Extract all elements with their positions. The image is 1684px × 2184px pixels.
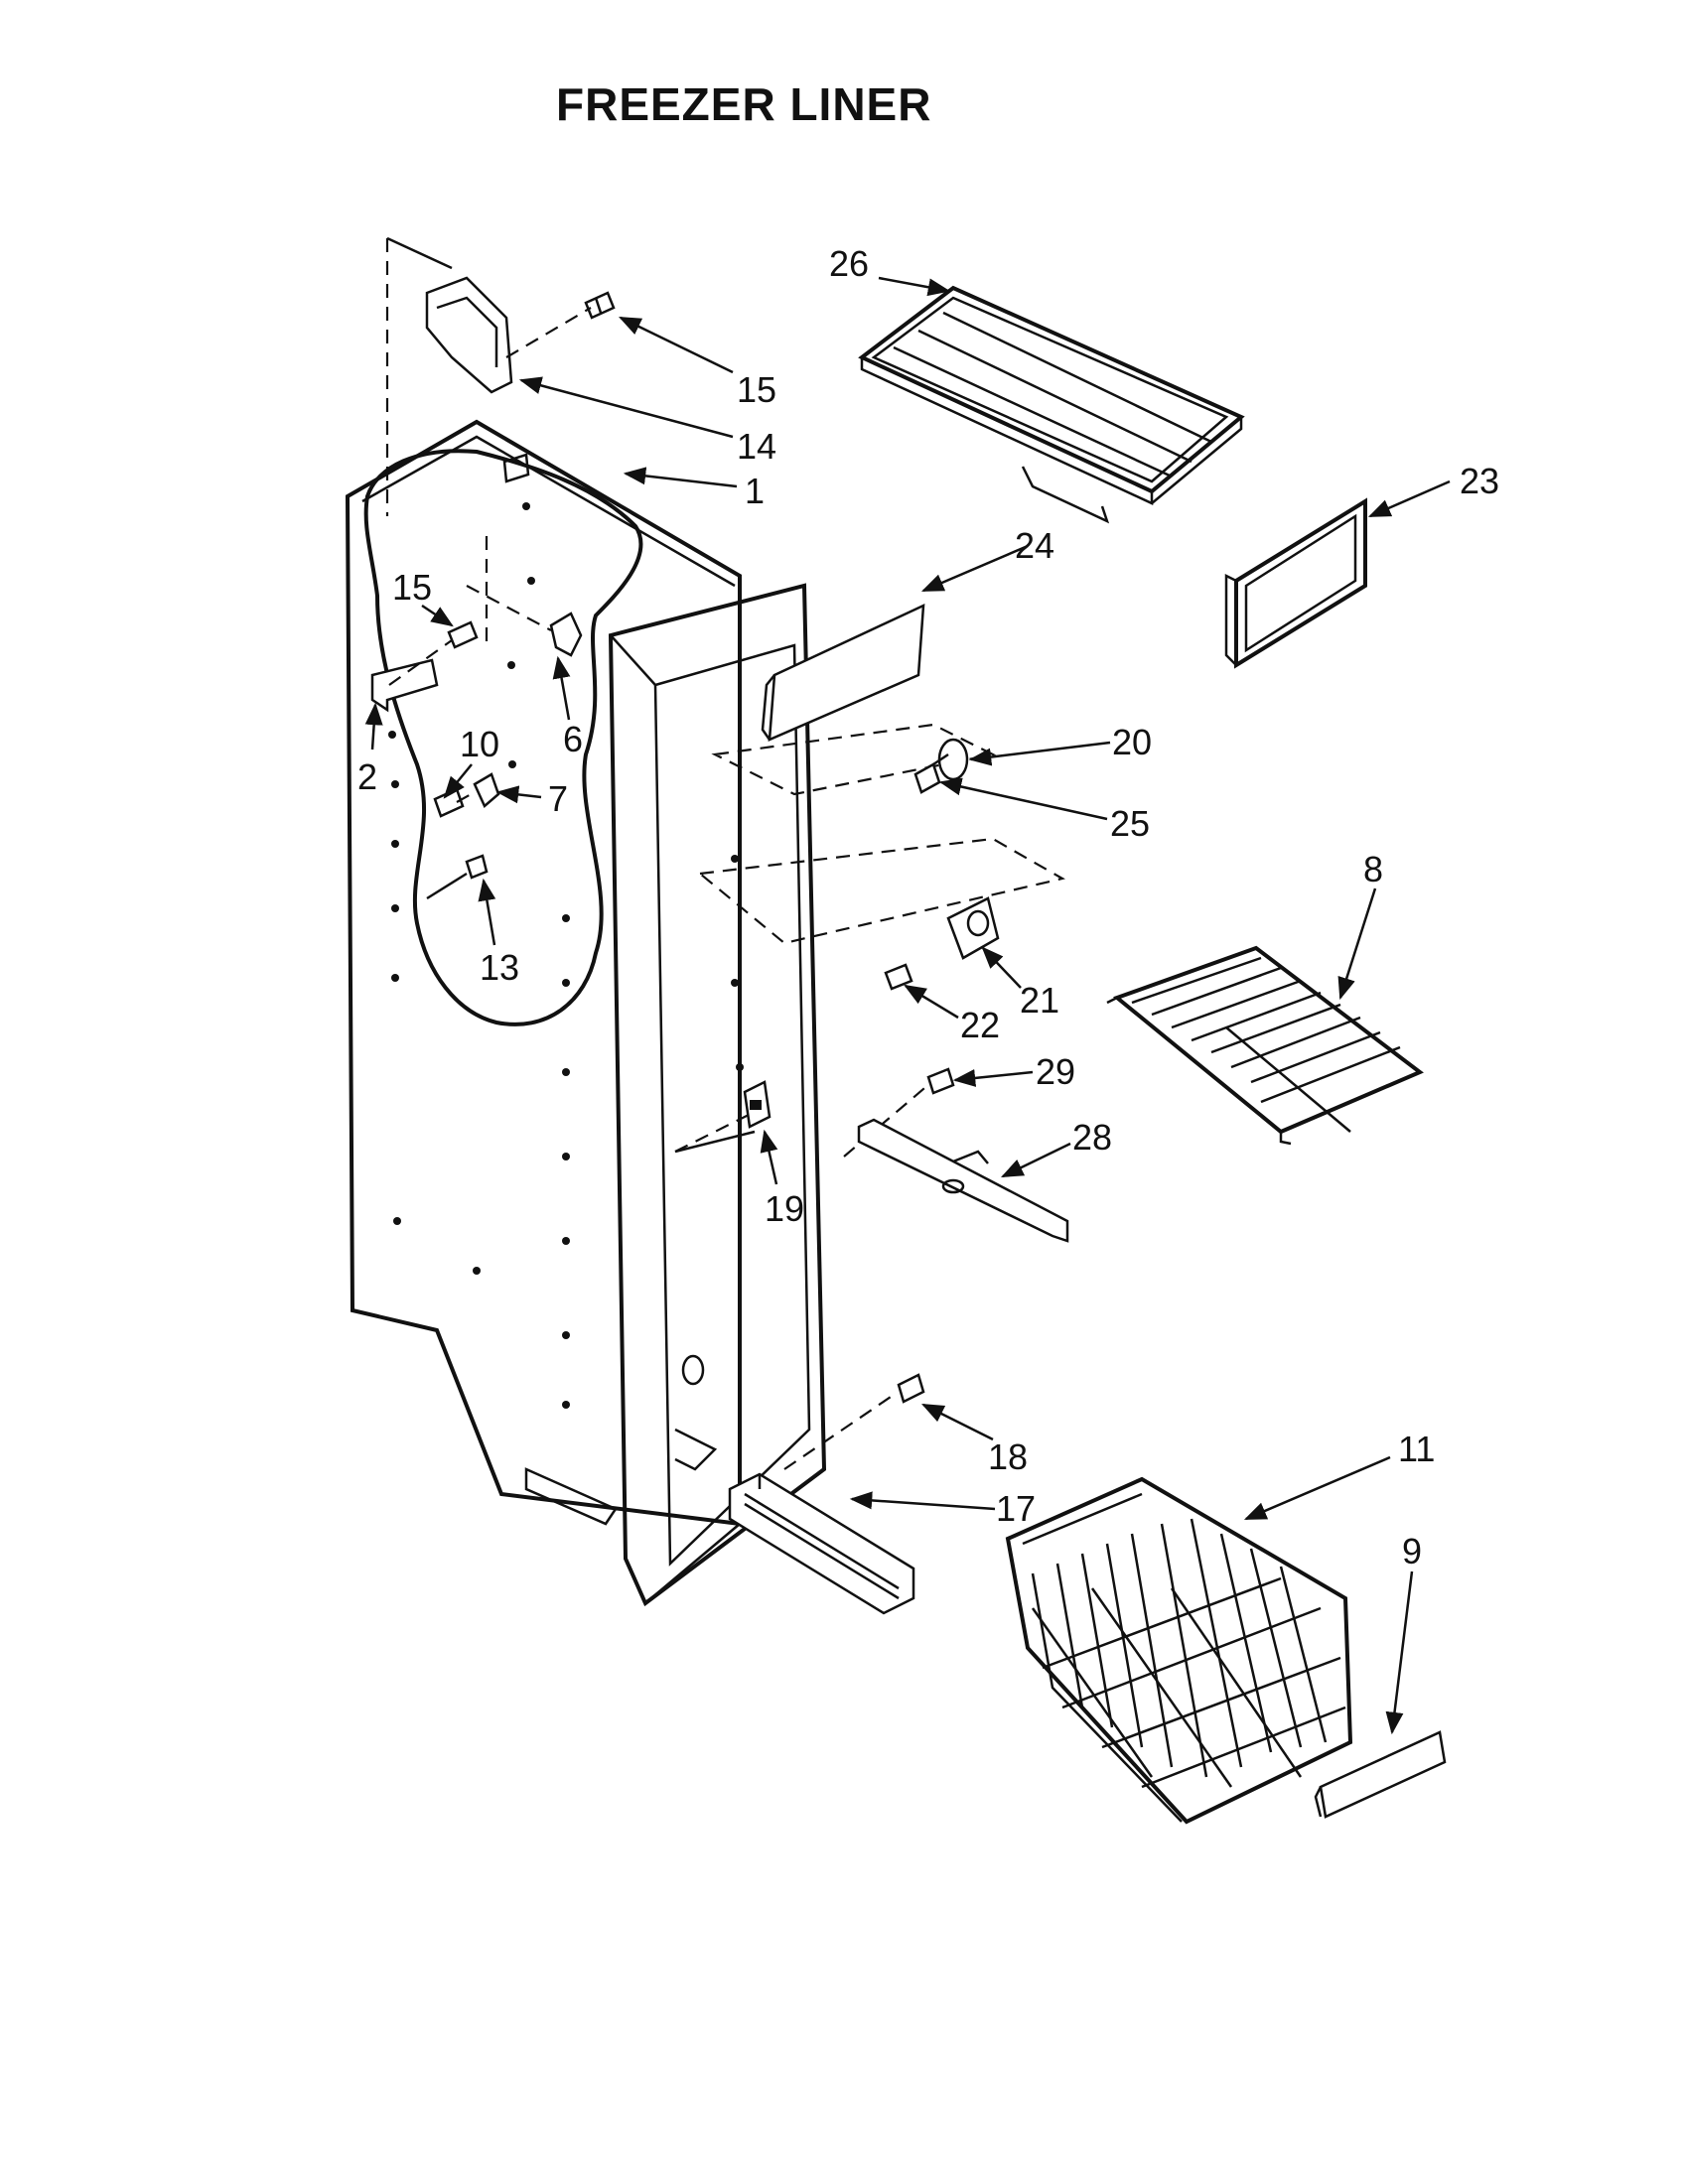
part-21-control [946,896,1000,960]
callout-10: 10 [460,724,499,764]
callout-7: 7 [548,778,568,819]
callout-22: 22 [960,1005,1000,1045]
callout-labels: 26 15 14 1 23 24 15 6 2 10 7 20 25 8 13 … [357,243,1499,1571]
part-13-screw [465,854,489,880]
part-25-screw [913,762,941,794]
part-24-panel [761,603,925,742]
callout-9: 9 [1402,1531,1422,1571]
part-11-wire-basket [1005,1476,1353,1825]
part-20-knob [932,738,969,781]
diagram-title: FREEZER LINER [556,78,932,130]
callout-28: 28 [1072,1117,1112,1158]
callout-11: 11 [1398,1429,1435,1469]
part-23-cover [1224,497,1367,669]
leader-arrows [364,276,1451,1735]
part-26-glass-shelf [858,285,1245,524]
callout-25: 25 [1110,803,1150,844]
part-2-bracket [370,658,439,713]
part-17-grille [728,1472,915,1615]
callout-1: 1 [745,471,765,511]
part-6-clip [549,612,583,657]
callout-19: 19 [765,1188,804,1229]
part-22-screw [884,963,913,991]
callout-14: 14 [737,426,776,467]
part-9-divider [1314,1730,1447,1819]
part-19-switch [743,1080,772,1129]
callout-26: 26 [829,243,869,284]
part-28-rail [857,1118,1069,1243]
callout-29: 29 [1036,1051,1075,1092]
part-7-clip [473,760,516,809]
callout-20: 20 [1112,722,1152,762]
callout-23: 23 [1460,461,1499,501]
callout-6: 6 [563,719,583,759]
callout-8: 8 [1363,849,1383,889]
part-8-wire-shelf [1106,945,1424,1146]
callout-13: 13 [480,947,519,988]
callout-15-left: 15 [392,567,432,608]
part-18-screw [897,1373,925,1404]
callout-15-top: 15 [737,369,776,410]
part-14-top-bracket [425,276,513,394]
callout-18: 18 [988,1436,1028,1477]
part-15-screw-left [447,620,479,649]
liner-holes [388,502,744,1409]
callout-24: 24 [1015,525,1054,566]
callout-2: 2 [357,756,377,797]
callout-17: 17 [996,1488,1036,1529]
part-29-screw [926,1067,955,1095]
freezer-liner-body [345,419,827,1607]
callout-21: 21 [1020,980,1059,1021]
part-15-screw-top [584,291,616,320]
